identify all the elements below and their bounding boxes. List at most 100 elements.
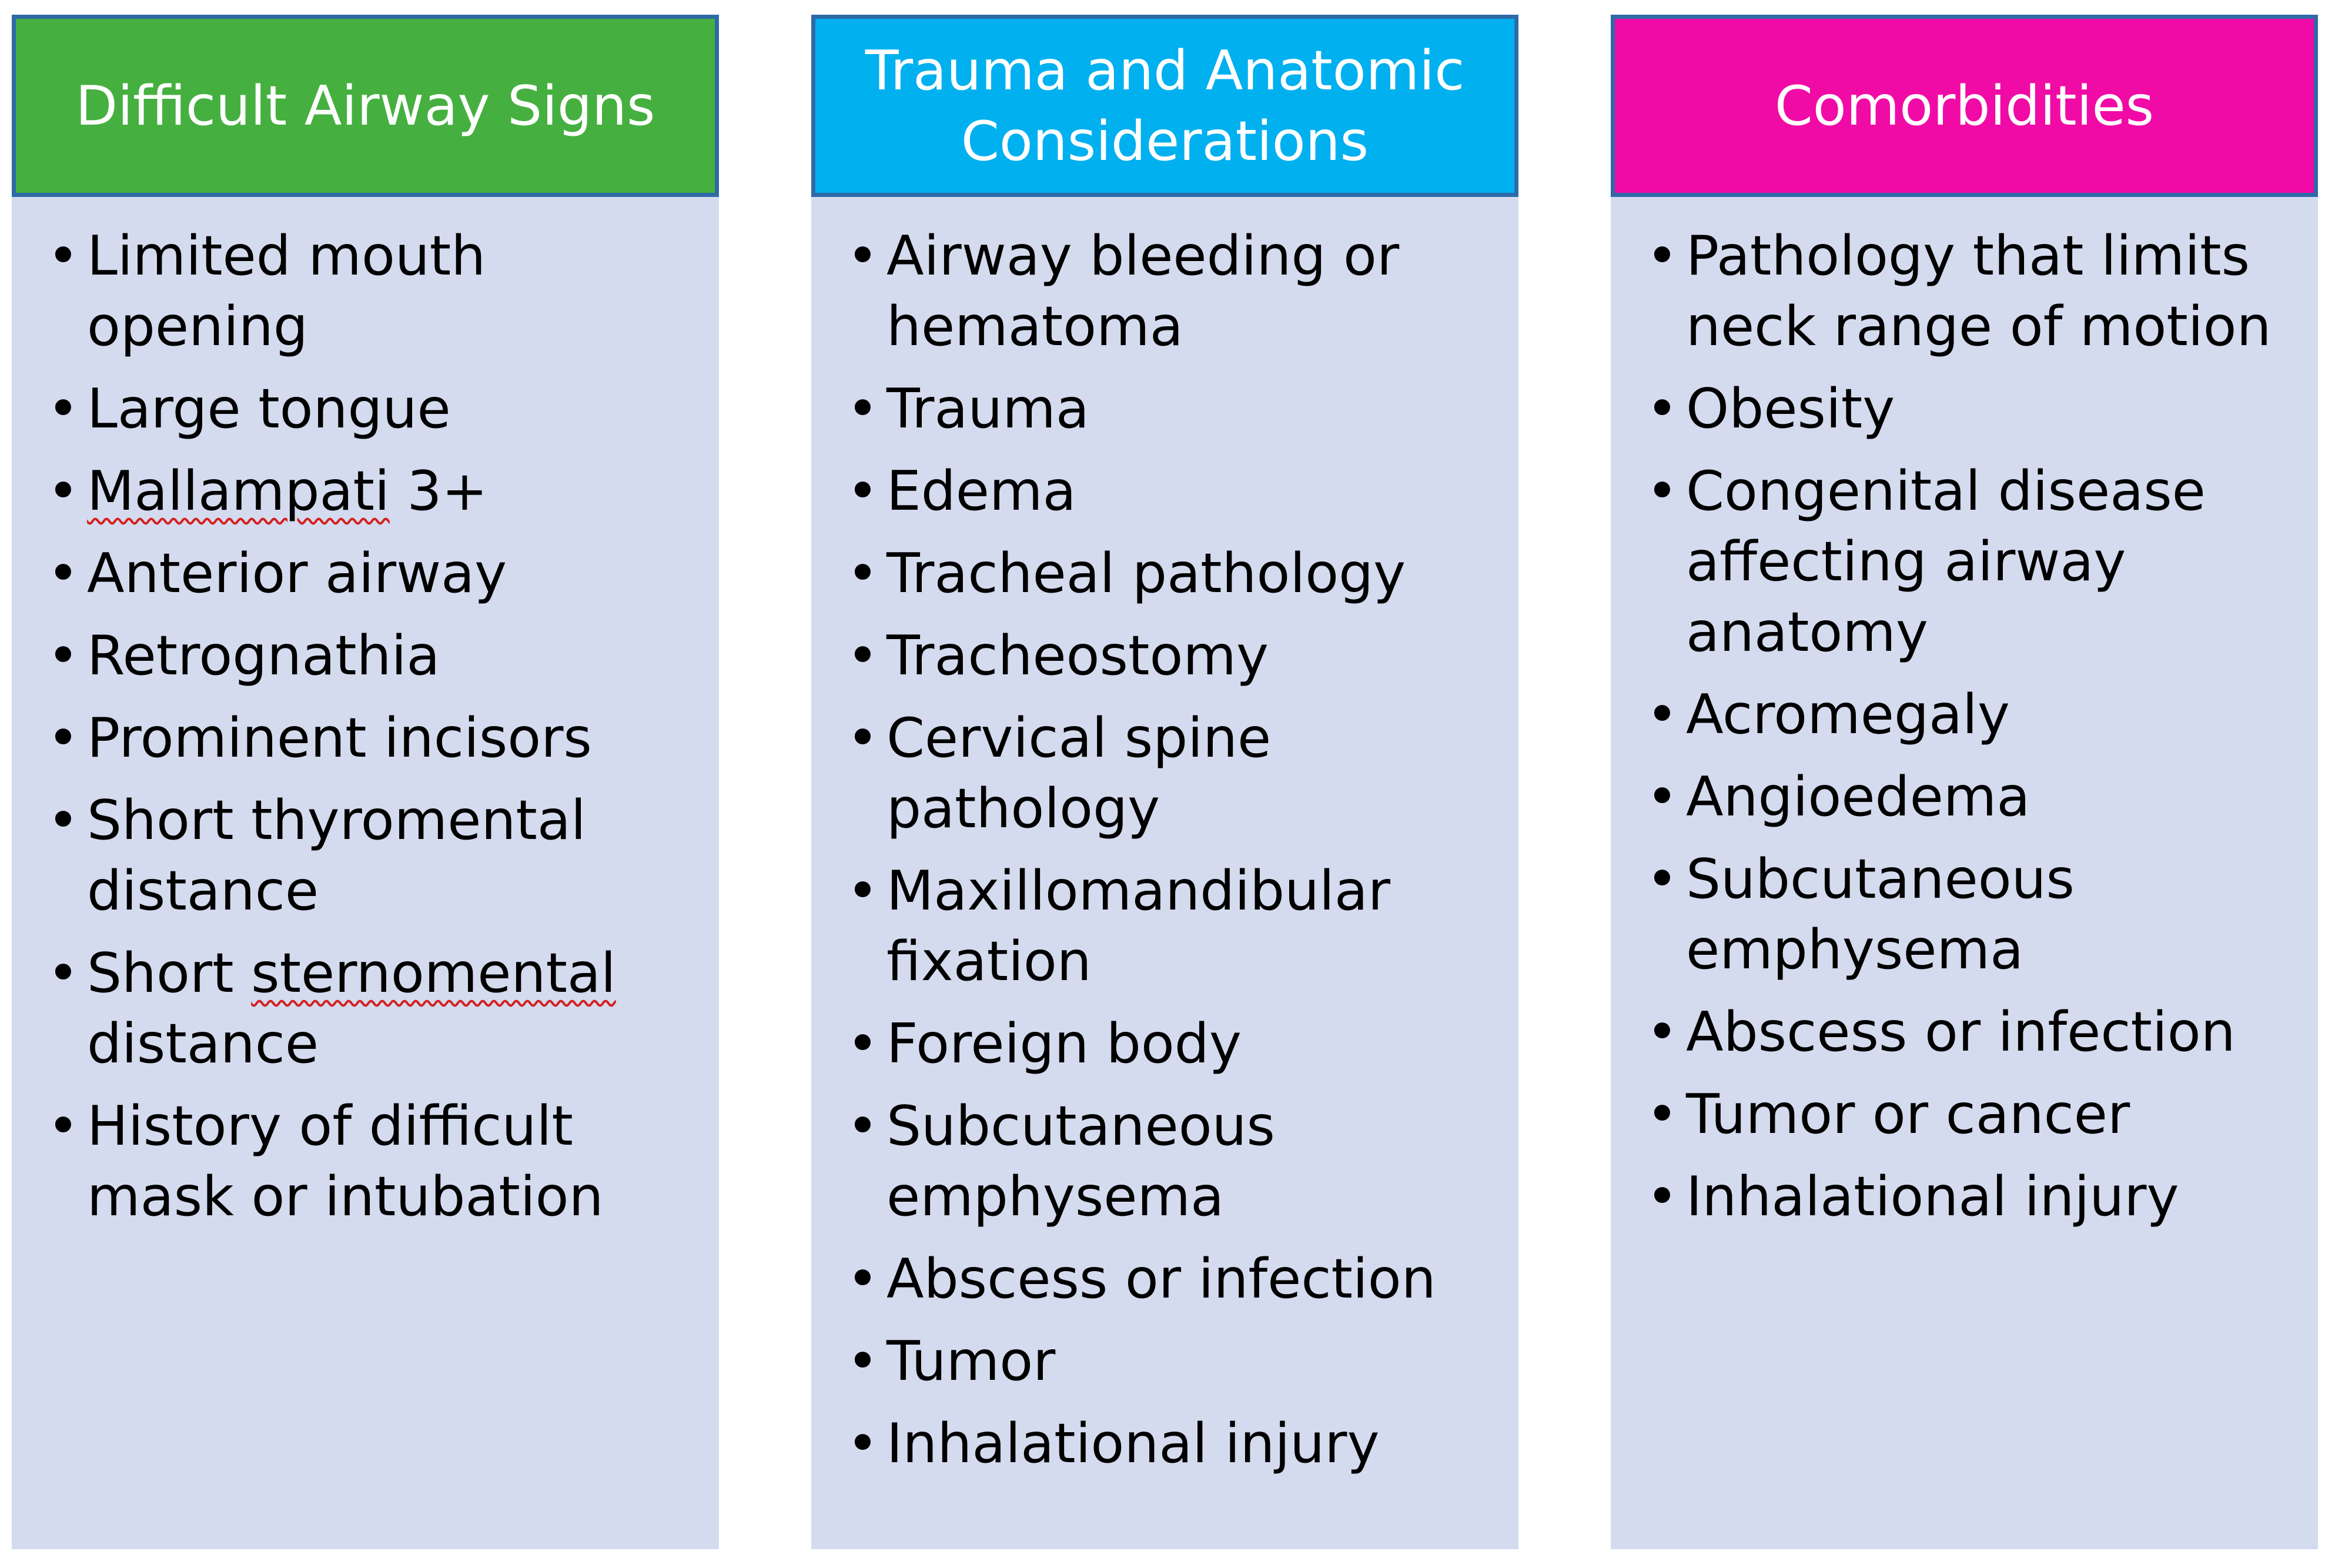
list-item: •Short thyromental distance <box>47 785 695 926</box>
list-item: •Tumor or cancer <box>1646 1079 2294 1149</box>
item-text: Airway bleeding or hematoma <box>886 224 1400 358</box>
bullet-icon: • <box>47 224 79 287</box>
item-text-pre: Short <box>87 941 252 1005</box>
bullet-icon: • <box>47 459 79 523</box>
list-item: •Tracheostomy <box>847 620 1495 691</box>
list-item: •Abscess or infection <box>1646 997 2294 1067</box>
bullet-icon: • <box>847 377 879 440</box>
item-text: Angioedema <box>1686 765 2030 828</box>
item-text: Edema <box>886 459 1076 523</box>
item-text: Retrognathia <box>87 624 440 687</box>
item-text: Abscess or infection <box>886 1247 1436 1310</box>
bullet-icon: • <box>47 706 79 770</box>
list-item: •Prominent incisors <box>47 703 695 773</box>
list-item: •Airway bleeding or hematoma <box>847 220 1495 362</box>
bullet-icon: • <box>47 1094 79 1158</box>
item-text: Short thyromental distance <box>87 788 586 922</box>
spellcheck-marked-word: Mallampati <box>87 459 390 523</box>
column-header: Comorbidities <box>1611 15 2318 197</box>
bullet-list: •Airway bleeding or hematoma•Trauma•Edem… <box>811 197 1518 1479</box>
list-item: •History of difficult mask or intubation <box>47 1091 695 1232</box>
spellcheck-marked-word: sternomental <box>251 941 616 1005</box>
bullet-icon: • <box>1646 459 1678 523</box>
item-text: Tracheal pathology <box>886 541 1406 605</box>
item-text: Obesity <box>1686 377 1895 440</box>
list-item: •Pathology that limits neck range of mot… <box>1646 220 2294 362</box>
item-text: Large tongue <box>87 377 451 440</box>
item-text: Anterior airway <box>87 541 507 605</box>
item-text-post: distance <box>87 1012 319 1075</box>
bullet-icon: • <box>47 941 79 1005</box>
list-item: •Inhalational injury <box>1646 1161 2294 1232</box>
list-item: •Obesity <box>1646 373 2294 444</box>
bullet-icon: • <box>847 459 879 523</box>
item-text: Tumor or cancer <box>1686 1082 2130 1146</box>
bullet-icon: • <box>1646 1165 1678 1228</box>
column-header: Trauma and Anatomic Considerations <box>811 15 1518 197</box>
bullet-icon: • <box>47 624 79 687</box>
bullet-icon: • <box>847 859 879 922</box>
bullet-icon: • <box>847 1329 879 1393</box>
bullet-icon: • <box>1646 224 1678 287</box>
list-item: •Inhalational injury <box>847 1408 1495 1479</box>
list-item: •Foreign body <box>847 1008 1495 1079</box>
list-item: •Short sternomental distance <box>47 938 695 1079</box>
list-item: •Anterior airway <box>47 538 695 609</box>
bullet-icon: • <box>847 1247 879 1310</box>
bullet-icon: • <box>1646 377 1678 440</box>
bullet-icon: • <box>847 224 879 287</box>
bullet-icon: • <box>847 1412 879 1475</box>
item-text: Subcutaneous emphysema <box>886 1094 1275 1228</box>
bullet-list: •Limited mouth opening•Large tongue•Mall… <box>12 197 719 1232</box>
list-item: •Trauma <box>847 373 1495 444</box>
item-text-post: 3+ <box>389 459 488 523</box>
list-item: •Tumor <box>847 1326 1495 1396</box>
list-item: •Limited mouth opening <box>47 220 695 362</box>
column-title: Difficult Airway Signs <box>75 74 655 138</box>
bullet-icon: • <box>47 788 79 852</box>
column-title: Trauma and Anatomic Considerations <box>865 39 1465 173</box>
bullet-icon: • <box>47 541 79 605</box>
bullet-icon: • <box>847 624 879 687</box>
item-text: Tracheostomy <box>886 624 1269 687</box>
list-item: •Retrognathia <box>47 620 695 691</box>
bullet-icon: • <box>47 377 79 440</box>
list-item: •Maxillomandibular fixation <box>847 855 1495 997</box>
list-item: •Tracheal pathology <box>847 538 1495 609</box>
bullet-icon: • <box>1646 765 1678 828</box>
item-text: Abscess or infection <box>1686 1000 2236 1064</box>
list-item: •Cervical spine pathology <box>847 703 1495 844</box>
column-trauma-anatomic: Trauma and Anatomic Considerations •Airw… <box>811 15 1518 1549</box>
column-comorbidities: Comorbidities •Pathology that limits nec… <box>1611 15 2318 1549</box>
bullet-icon: • <box>847 1012 879 1075</box>
bullet-icon: • <box>847 1094 879 1158</box>
list-item: •Acromegaly <box>1646 679 2294 750</box>
column-header: Difficult Airway Signs <box>12 15 719 197</box>
item-text: Acromegaly <box>1686 683 2010 746</box>
column-title: Comorbidities <box>1774 74 2155 138</box>
list-item: •Mallampati 3+ <box>47 456 695 526</box>
column-difficult-airway-signs: Difficult Airway Signs •Limited mouth op… <box>12 15 719 1549</box>
item-text: Trauma <box>886 377 1089 440</box>
item-text: Limited mouth opening <box>87 224 486 358</box>
bullet-icon: • <box>1646 1000 1678 1064</box>
bullet-icon: • <box>1646 1082 1678 1146</box>
list-item: •Angioedema <box>1646 761 2294 832</box>
list-item: •Congenital disease affecting airway ana… <box>1646 456 2294 667</box>
list-item: •Large tongue <box>47 373 695 444</box>
item-text: Subcutaneous emphysema <box>1686 847 2075 981</box>
item-text: Tumor <box>886 1329 1056 1393</box>
list-item: •Abscess or infection <box>847 1243 1495 1314</box>
item-text: Pathology that limits neck range of moti… <box>1686 224 2272 358</box>
bullet-icon: • <box>847 541 879 605</box>
item-text: History of difficult mask or intubation <box>87 1094 604 1228</box>
item-text: Foreign body <box>886 1012 1242 1075</box>
item-text: Inhalational injury <box>886 1412 1380 1475</box>
bullet-icon: • <box>1646 683 1678 746</box>
bullet-list: •Pathology that limits neck range of mot… <box>1611 197 2318 1232</box>
item-text: Prominent incisors <box>87 706 592 770</box>
bullet-icon: • <box>847 706 879 770</box>
item-text: Cervical spine pathology <box>886 706 1272 840</box>
bullet-icon: • <box>1646 847 1678 911</box>
item-text: Congenital disease affecting airway anat… <box>1686 459 2206 664</box>
